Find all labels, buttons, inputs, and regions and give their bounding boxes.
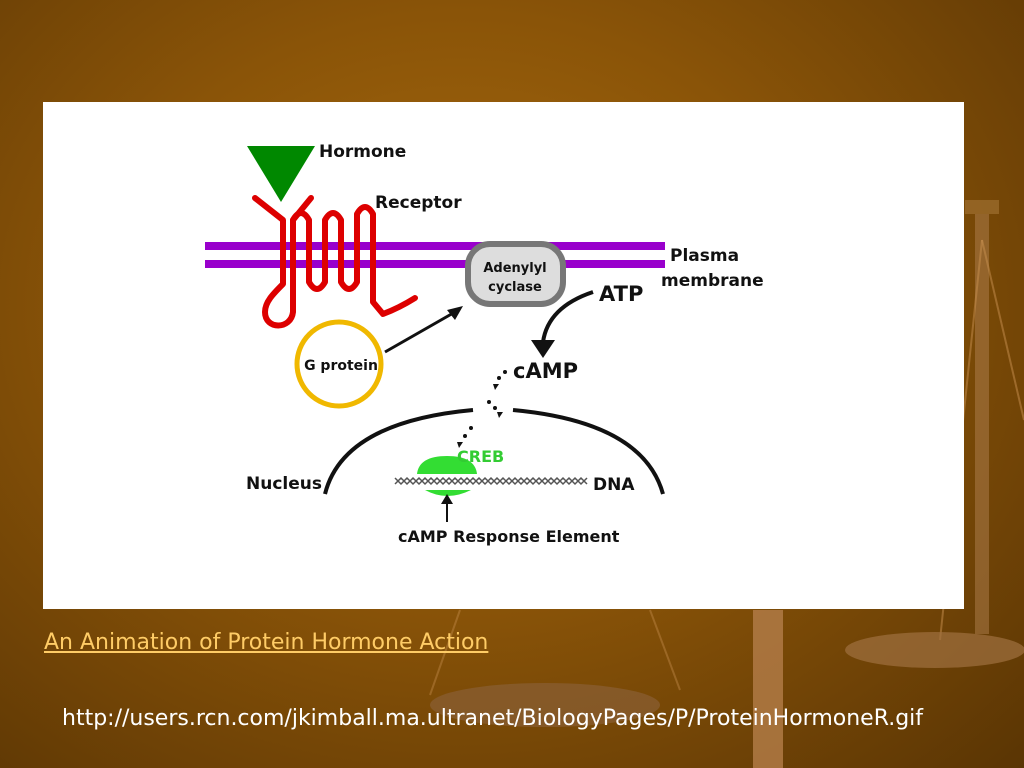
nucleus-envelope-left [323,408,474,495]
source-url: http://users.rcn.com/jkimball.ma.ultrane… [62,706,924,731]
label-nucleus: Nucleus [246,474,322,494]
label-camp: cAMP [513,359,578,383]
animation-link[interactable]: An Animation of Protein Hormone Action [44,630,489,655]
receptor-shape [252,195,418,329]
camp-dotted-arrows [457,370,507,448]
adenylyl-cyclase-box [465,241,566,307]
label-membrane: membrane [661,271,764,291]
label-receptor: Receptor [375,193,462,213]
protein-hormone-diagram: Hormone Receptor Plasma membrane Adenyly… [205,142,764,546]
label-adenylyl: Adenylyl [483,261,546,276]
arrow-gprotein-to-cyclase [384,310,456,354]
label-creb: CREB [457,447,504,466]
arrow-atp-to-camp [541,290,594,343]
creb-protein [417,456,477,496]
plasma-membrane [205,242,665,268]
dna-strand [394,476,590,488]
nucleus-envelope-right [512,408,665,495]
label-hormone: Hormone [319,142,406,162]
label-g-protein: G protein [304,358,378,374]
label-plasma: Plasma [670,246,739,266]
label-camp-response-element: cAMP Response Element [398,527,620,546]
label-dna: DNA [593,475,635,495]
label-cyclase: cyclase [488,280,542,295]
label-atp: ATP [599,282,643,306]
g-protein-circle [294,319,384,409]
hormone-triangle [247,146,315,202]
diagram-panel: Hormone Receptor Plasma membrane Adenyly… [43,102,964,609]
